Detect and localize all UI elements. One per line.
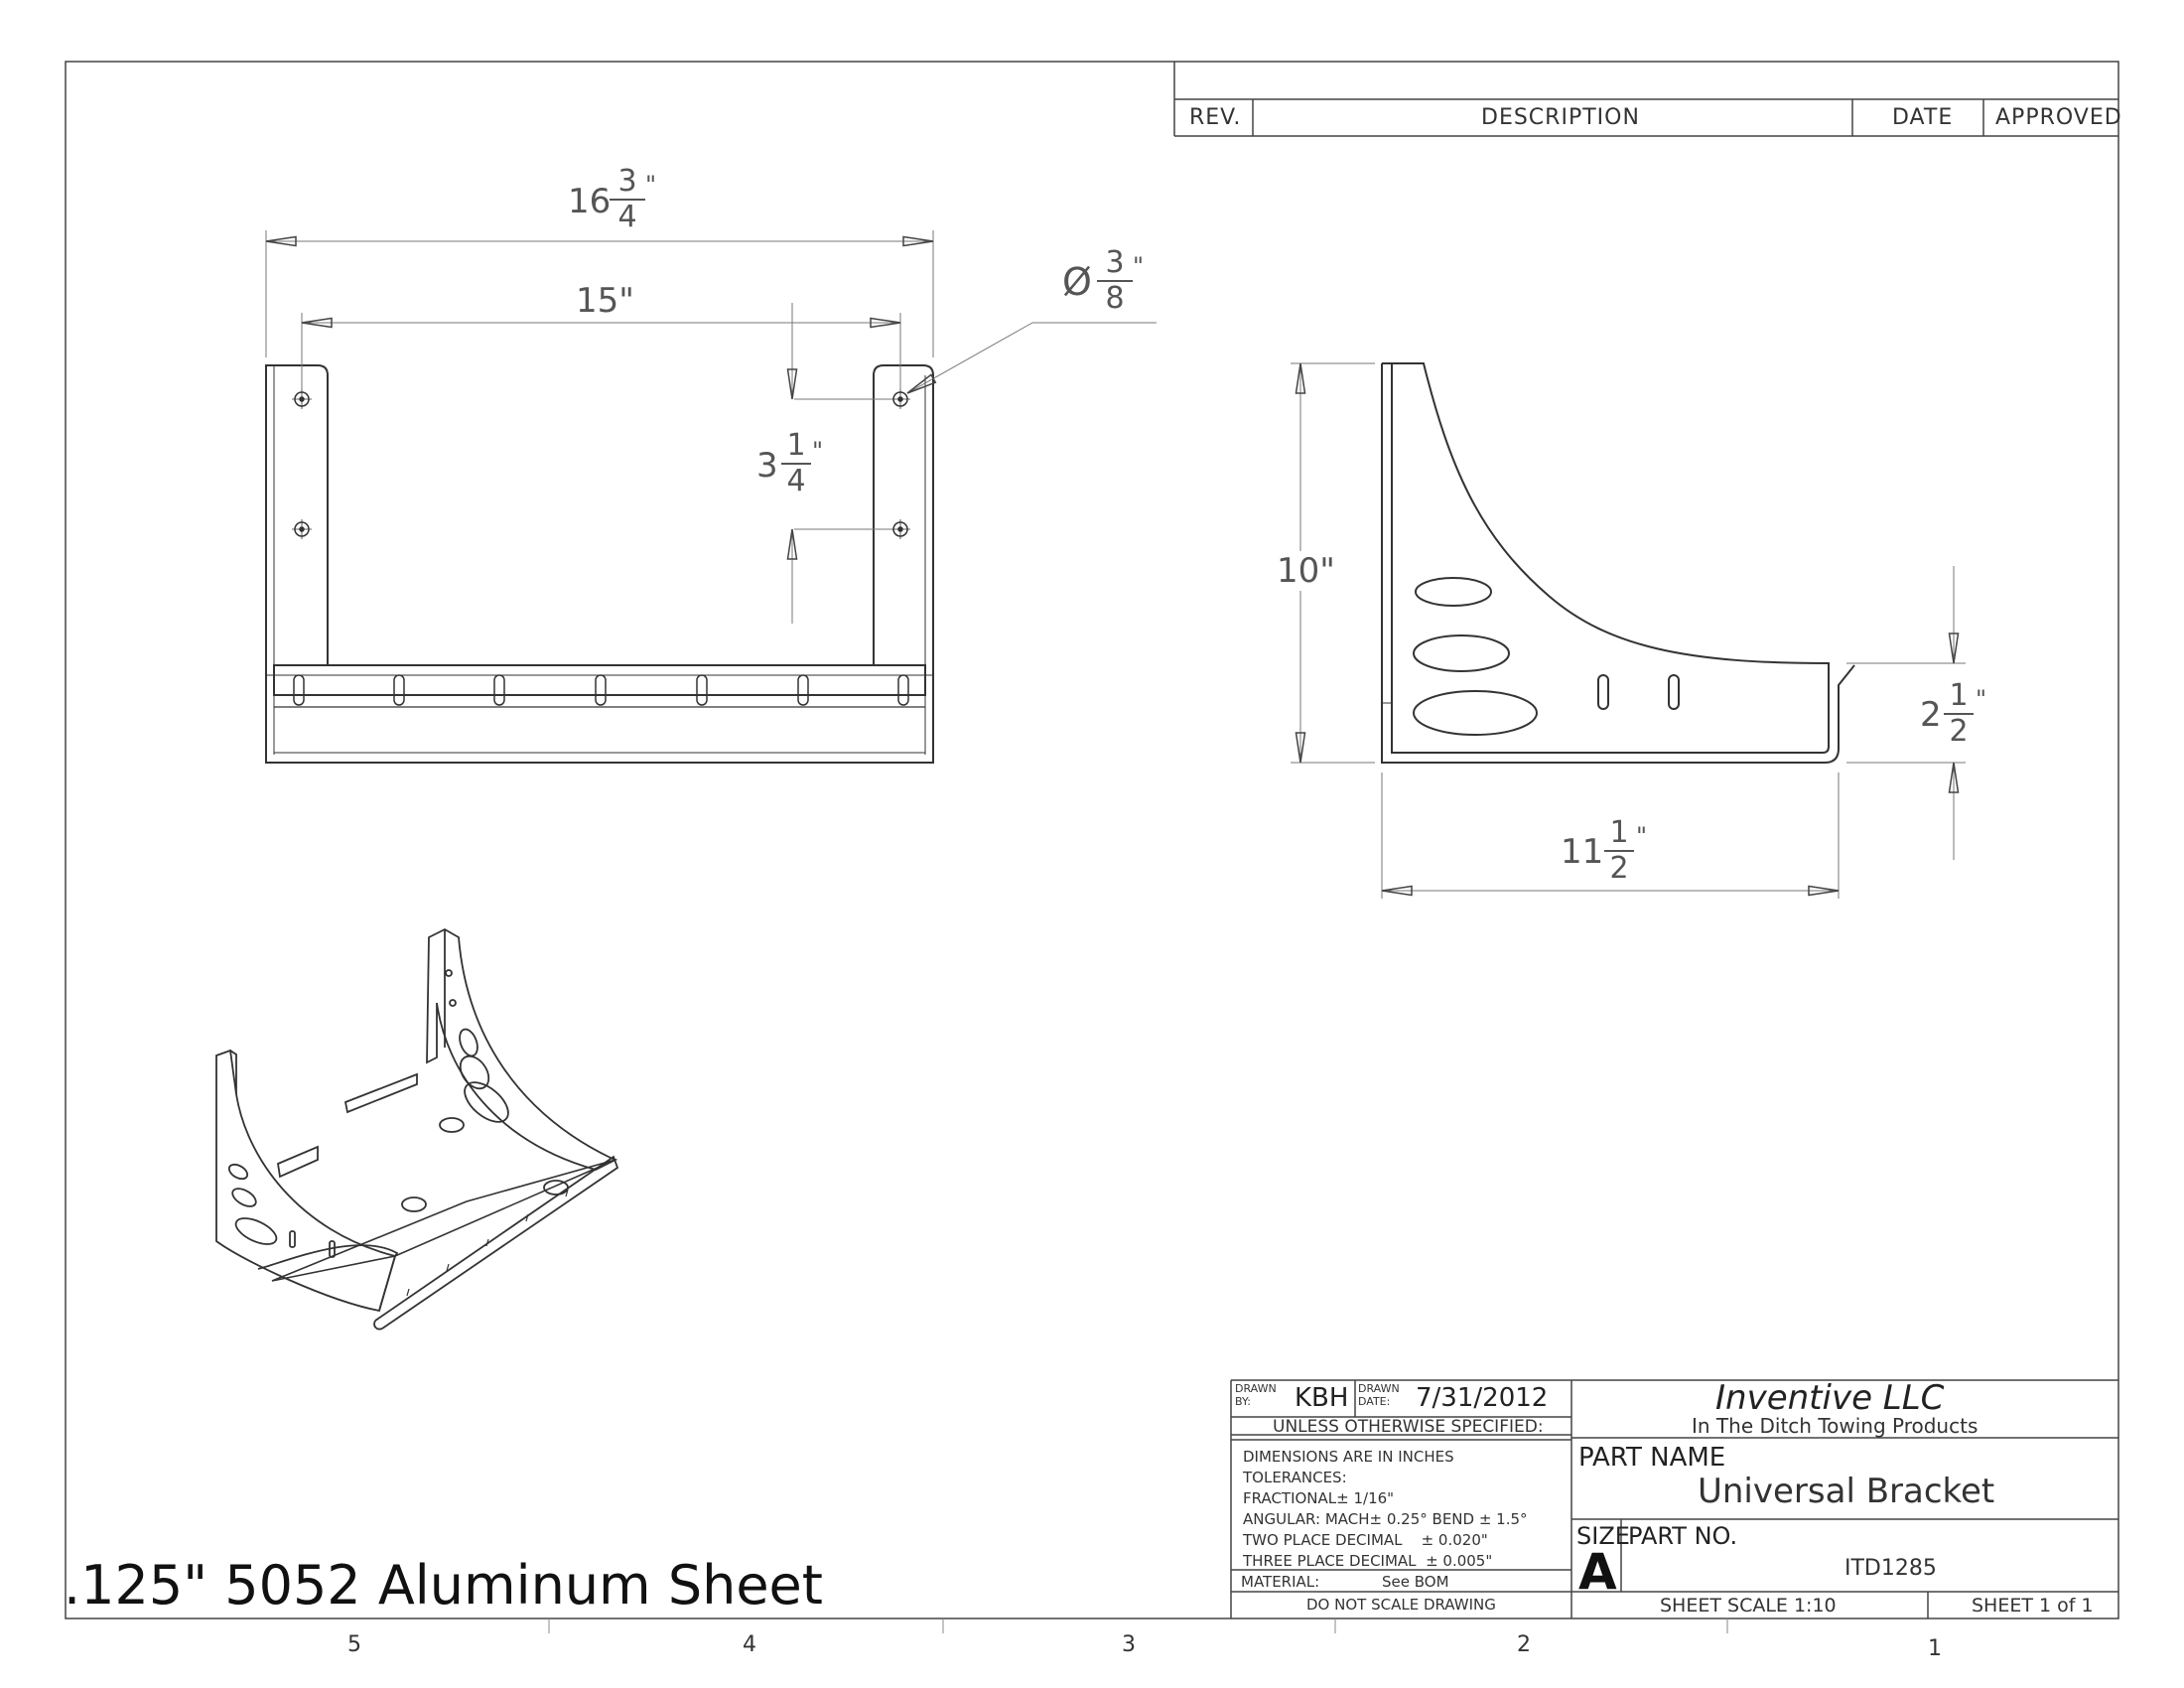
- company-subtitle: In The Ditch Towing Products: [1692, 1414, 1979, 1438]
- dim-lip-height-fraction: 1 2: [1944, 679, 1974, 749]
- dim-hole-dia-unit: ": [1133, 252, 1145, 280]
- size-label: SIZE: [1576, 1522, 1630, 1550]
- part-name: Universal Bracket: [1698, 1472, 1995, 1511]
- dim-overall-width-unit: ": [645, 171, 657, 199]
- dim-hole-vertical-den: 4: [786, 464, 806, 498]
- part-no: ITD1285: [1844, 1556, 1937, 1581]
- sheet-number: SHEET 1 of 1: [1972, 1595, 2094, 1617]
- dim-hole-dia-num: 3: [1097, 246, 1133, 282]
- unless-specified: UNLESS OTHERWISE SPECIFIED:: [1273, 1417, 1544, 1437]
- revision-table: [1173, 62, 2118, 137]
- dim-hole-vertical-whole: 3: [756, 446, 778, 486]
- material-label: MATERIAL:: [1241, 1573, 1320, 1591]
- dim-lip-height-den: 2: [1949, 714, 1969, 749]
- rev-header: REV.: [1189, 105, 1242, 130]
- dim-lip-height-whole: 2: [1920, 695, 1942, 735]
- dim-hole-vertical-fraction: 1 4: [781, 429, 811, 498]
- dim-hole-spacing: 15": [576, 281, 634, 321]
- size-value: A: [1578, 1543, 1617, 1601]
- front-dimension-lines: [265, 230, 1157, 624]
- dim-depth-fraction: 1 2: [1604, 816, 1634, 886]
- front-slots: [293, 674, 909, 706]
- zone-ticks: [548, 1618, 1728, 1633]
- front-view: [265, 364, 934, 764]
- zone-2: 2: [1517, 1632, 1531, 1657]
- dim-hole-vertical-unit: ": [812, 437, 824, 465]
- zone-5: 5: [347, 1632, 361, 1657]
- isometric-view: [215, 927, 619, 1331]
- side-dimension-lines: [1291, 362, 1966, 899]
- tolerance-line-1: DIMENSIONS ARE IN INCHES: [1243, 1448, 1454, 1466]
- dim-hole-vertical-num: 1: [781, 429, 811, 465]
- front-holes: [292, 389, 910, 539]
- material-note: .125" 5052 Aluminum Sheet: [64, 1554, 823, 1617]
- dim-hole-dia-den: 8: [1105, 281, 1125, 316]
- dim-overall-width-fraction: 3 4: [610, 165, 645, 234]
- dim-depth-den: 2: [1609, 851, 1629, 886]
- dim-overall-width-whole: 16: [568, 182, 612, 221]
- part-name-label: PART NAME: [1578, 1443, 1726, 1473]
- dim-overall-width-num: 3: [610, 165, 645, 201]
- dim-overall-width-den: 4: [617, 200, 637, 234]
- sheet-scale: SHEET SCALE 1:10: [1660, 1595, 1837, 1617]
- dim-hole-dia-symbol: Ø: [1062, 260, 1092, 304]
- dim-hole-dia-fraction: 3 8: [1097, 246, 1133, 316]
- drawn-date: 7/31/2012: [1416, 1383, 1549, 1413]
- material-value: See BOM: [1382, 1573, 1449, 1591]
- date-header: DATE: [1892, 105, 1954, 130]
- dim-lip-height-num: 1: [1944, 679, 1974, 715]
- sheet-border: [65, 61, 2119, 1619]
- drawn-by: KBH: [1295, 1383, 1349, 1413]
- zone-3: 3: [1122, 1632, 1136, 1657]
- dim-height: 10": [1277, 551, 1335, 591]
- no-scale-note: DO NOT SCALE DRAWING: [1306, 1596, 1496, 1614]
- dim-depth-unit: ": [1636, 822, 1648, 850]
- part-no-label: PART NO.: [1628, 1522, 1738, 1550]
- side-view: [1381, 362, 1855, 764]
- dim-lip-height-unit: ": [1976, 685, 1987, 713]
- tolerance-line-6: THREE PLACE DECIMAL ± 0.005": [1243, 1552, 1493, 1570]
- drawn-by-label: DRAWN BY:: [1235, 1382, 1277, 1408]
- approved-header: APPROVED: [1995, 105, 2122, 130]
- dim-depth-whole: 11: [1561, 832, 1604, 872]
- zone-1: 1: [1928, 1636, 1942, 1661]
- tolerance-line-5: TWO PLACE DECIMAL ± 0.020": [1243, 1531, 1488, 1549]
- title-block: [1230, 1379, 2118, 1618]
- zone-4: 4: [743, 1632, 756, 1657]
- tolerance-line-2: TOLERANCES:: [1243, 1469, 1347, 1486]
- company-name: Inventive LLC: [1715, 1378, 1945, 1418]
- tolerance-line-4: ANGULAR: MACH± 0.25° BEND ± 1.5°: [1243, 1510, 1528, 1528]
- drawn-date-label: DRAWN DATE:: [1358, 1382, 1400, 1408]
- description-header: DESCRIPTION: [1481, 105, 1640, 130]
- tolerance-line-3: FRACTIONAL± 1/16": [1243, 1489, 1395, 1507]
- dim-depth-num: 1: [1604, 816, 1634, 852]
